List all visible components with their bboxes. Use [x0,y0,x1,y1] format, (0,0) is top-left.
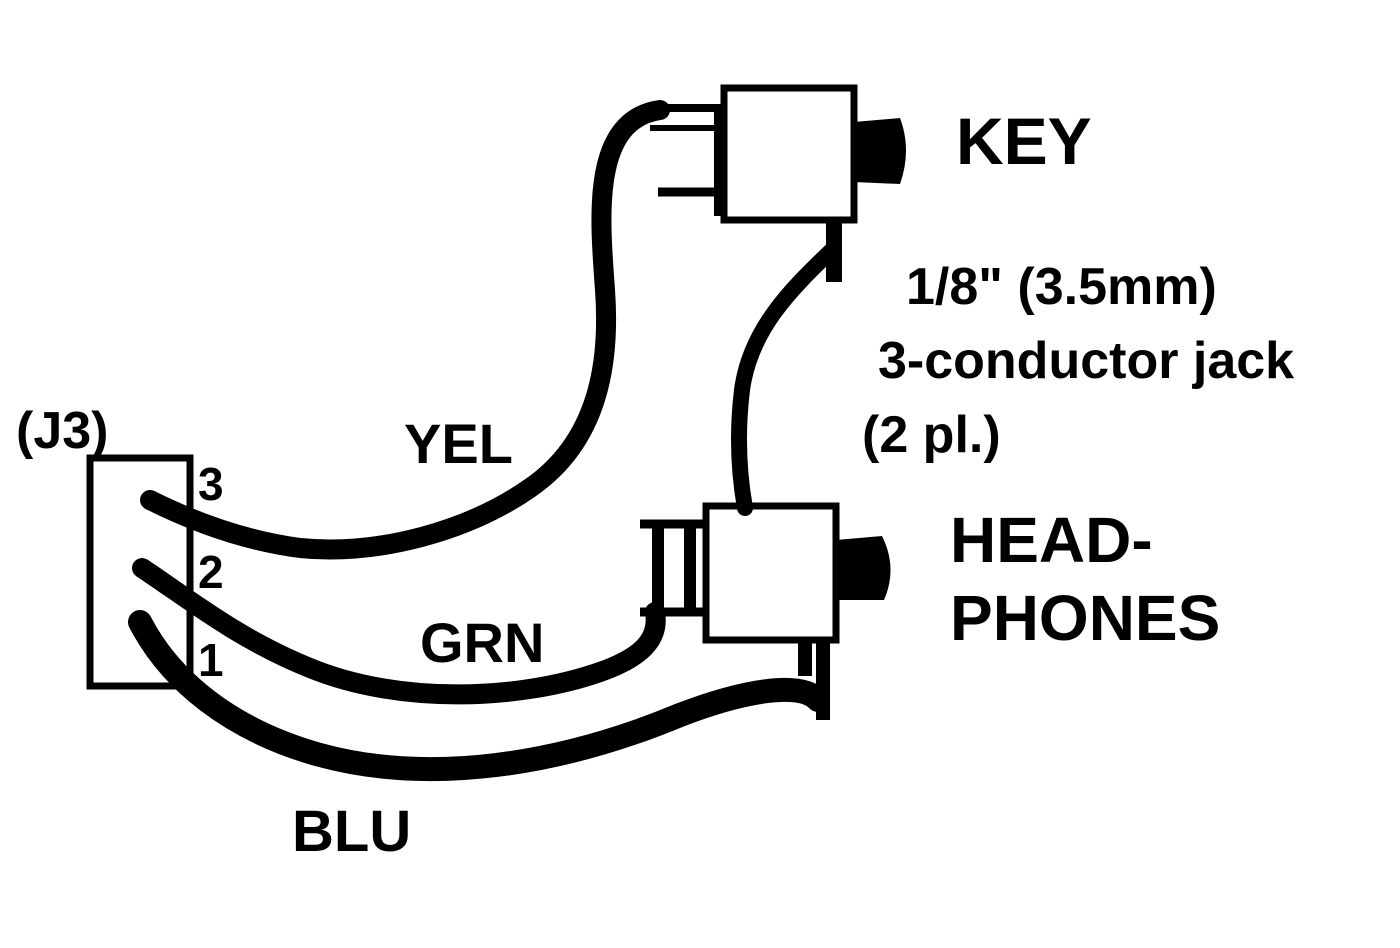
blu-label: BLU [292,799,411,864]
pin-2-label: 2 [198,546,224,598]
grn-label: GRN [420,611,544,674]
jack-spec-line1: 1/8" (3.5mm) [906,258,1217,316]
jack-spec-line3: (2 pl.) [862,406,1001,464]
pin-3-label: 3 [198,458,224,510]
key-label: KEY [956,104,1092,178]
jack-spec-line2: 3-conductor jack [878,332,1294,390]
key-jack [650,84,906,282]
headphone-to-key-wire [730,242,840,516]
headphones-label-line1: HEAD- [950,504,1153,576]
grn-wire [132,558,666,705]
j3-label: (J3) [16,402,108,460]
yel-wire [140,100,670,560]
headphones-label-line2: PHONES [950,582,1220,654]
headphones-jack [640,502,891,720]
pin-1-label: 1 [198,634,224,686]
blu-wire [128,610,830,782]
yel-label: YEL [404,412,513,475]
j3-connector [86,454,194,690]
